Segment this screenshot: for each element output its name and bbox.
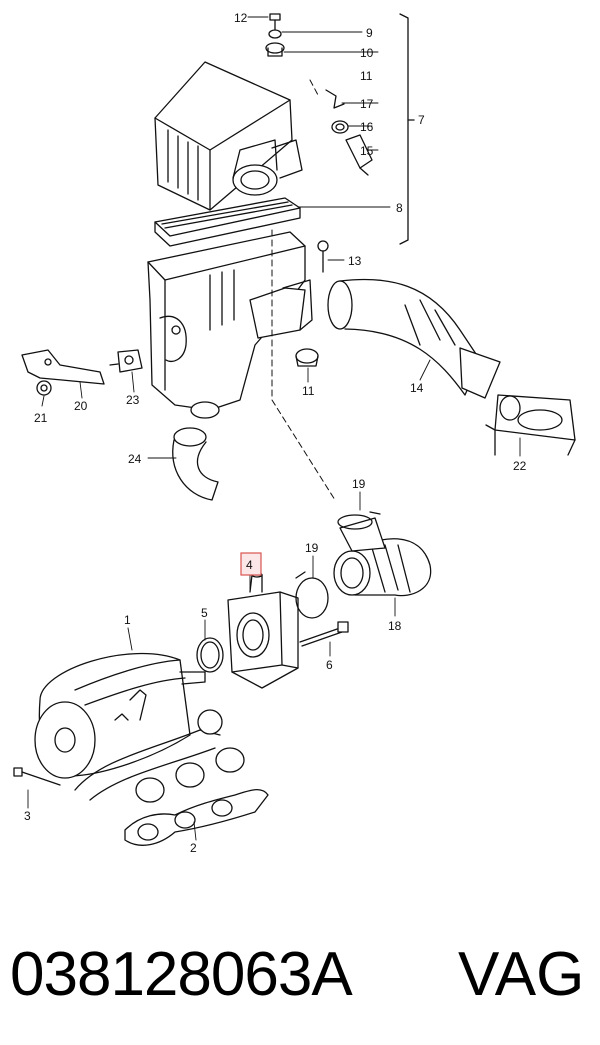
clip-17 (325, 89, 345, 109)
callout-5: 5 (201, 606, 208, 620)
callout-23: 23 (126, 393, 140, 407)
part-number: 038128063A (10, 940, 353, 1009)
elbow-hose-24 (172, 427, 219, 501)
bolt-6 (299, 621, 349, 647)
brand-name: VAG (458, 940, 585, 1009)
callout-4: 4 (246, 558, 253, 572)
hose-clamp-19a (337, 511, 381, 530)
grommet-11 (295, 348, 319, 367)
air-filter-lid (154, 61, 303, 211)
manifold-runners (74, 709, 245, 803)
bracket-group-7 (399, 13, 409, 245)
callout-2: 2 (190, 841, 197, 855)
o-ring-16 (331, 120, 349, 134)
callout-15: 15 (360, 144, 374, 158)
nut-21 (36, 380, 52, 396)
air-duct-18 (333, 517, 432, 597)
callout-7: 7 (418, 113, 425, 127)
bolt-3 (13, 767, 61, 786)
grommet-10 (265, 42, 285, 57)
callout-24: 24 (128, 452, 142, 466)
callout-8: 8 (396, 201, 403, 215)
callout-1: 1 (124, 613, 131, 627)
callout-22: 22 (513, 459, 527, 473)
mount-23 (109, 349, 143, 373)
callout-3: 3 (24, 809, 31, 823)
exploded-parts-diagram: 12 9 10 11 17 16 15 7 8 13 11 14 21 20 2… (13, 11, 576, 855)
throttle-body-4 (227, 572, 299, 689)
bolt-12 (269, 13, 281, 31)
intake-manifold-1 (34, 652, 206, 779)
callout-21: 21 (34, 411, 48, 425)
callout-16: 16 (360, 120, 374, 134)
callout-14: 14 (410, 381, 424, 395)
manifold-gasket-2 (124, 789, 269, 846)
intake-hose-14 (327, 278, 501, 399)
callout-19-lower: 19 (305, 541, 319, 555)
hose-clamp-19b (295, 571, 329, 619)
callout-13: 13 (348, 254, 362, 268)
sensor-15 (345, 134, 373, 176)
connector-22 (485, 394, 576, 456)
callout-11-lower: 11 (302, 384, 315, 398)
filter-element (154, 197, 301, 247)
callout-12: 12 (234, 11, 248, 25)
callout-17: 17 (360, 97, 374, 111)
highlight-box-4 (240, 552, 262, 576)
callout-18: 18 (388, 619, 402, 633)
callout-9: 9 (366, 26, 373, 40)
screw-13 (317, 240, 329, 273)
gasket-5 (196, 637, 224, 673)
callout-10: 10 (360, 46, 374, 60)
bracket-20 (21, 349, 105, 385)
callout-19-upper: 19 (352, 477, 366, 491)
part-info-footer: 038128063A VAG (0, 920, 600, 1030)
nut-9 (268, 29, 282, 39)
air-filter-housing (147, 231, 313, 419)
callout-labels: 12 9 10 11 17 16 15 7 8 13 11 14 21 20 2… (24, 11, 527, 855)
callout-11: 11 (360, 69, 373, 83)
callout-6: 6 (326, 658, 333, 672)
callout-20: 20 (74, 399, 88, 413)
